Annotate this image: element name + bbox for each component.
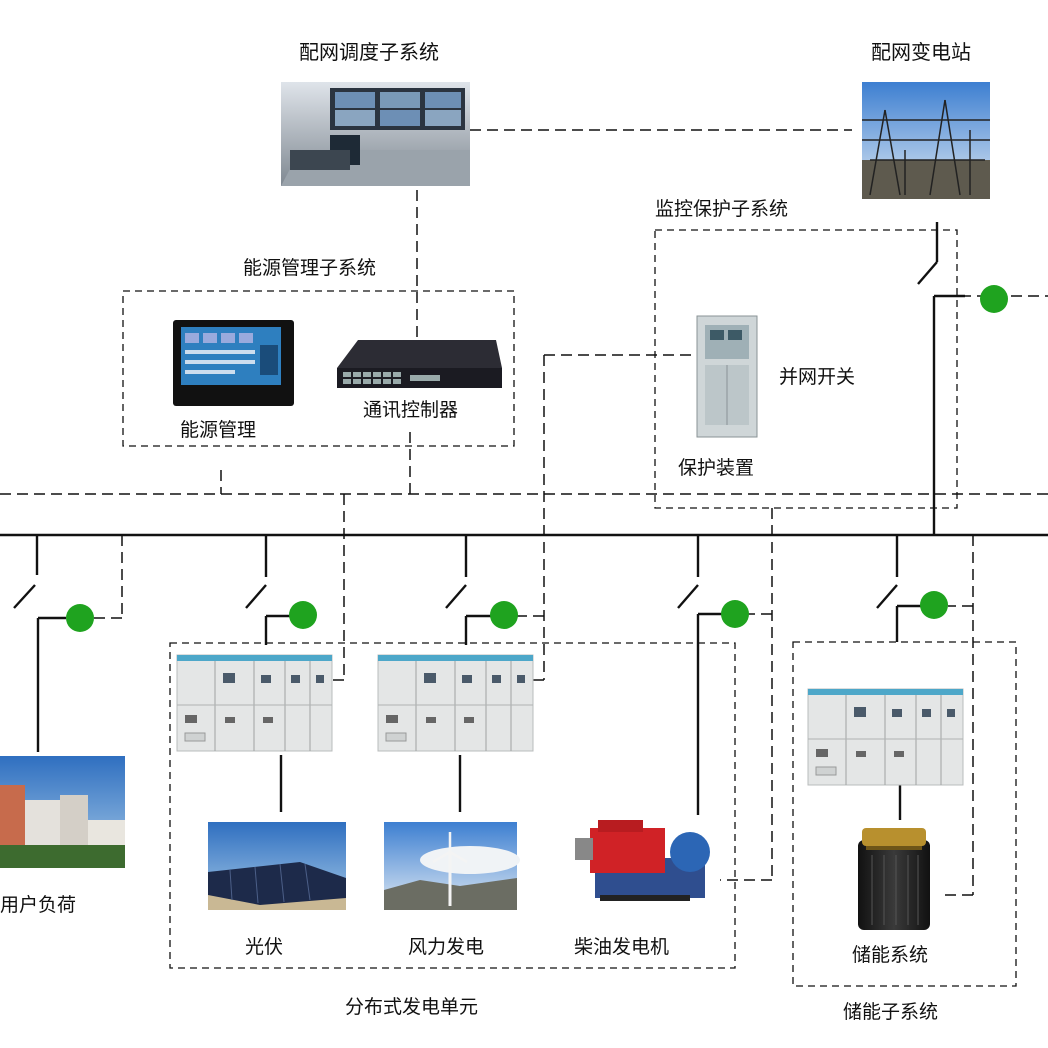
pv-status-indicator (289, 601, 317, 629)
monitor-protect-subsystem-label: 监控保护子系统 (655, 198, 789, 220)
protection-device-label: 保护装置 (678, 457, 755, 479)
energy-mgmt-label: 能源管理 (180, 419, 257, 441)
energy-mgmt-box (122, 290, 515, 447)
apartment-photo (0, 756, 125, 868)
solar-panel-photo (208, 822, 346, 910)
switchgear-cabinet-storage (807, 688, 964, 786)
comm-controller-label: 通讯控制器 (363, 399, 459, 421)
wind-status-indicator (490, 601, 518, 629)
storage-subsystem-label: 储能子系统 (843, 1001, 939, 1023)
dispatch-subsystem-label: 配网调度子系统 (299, 40, 439, 64)
comm-lines (0, 129, 1048, 896)
grid-status-indicator (980, 285, 1008, 313)
control-room-photo (281, 82, 470, 186)
diesel-label: 柴油发电机 (574, 936, 670, 958)
switchgear-cabinet-pv (176, 654, 333, 752)
indicators (66, 285, 1008, 632)
protection-cabinet (696, 315, 758, 438)
dist-gen-box (169, 642, 736, 969)
substation-label: 配网变电站 (871, 40, 971, 64)
storage-box (792, 641, 1017, 987)
diesel-status-indicator (721, 600, 749, 628)
wind-label: 风力发电 (408, 936, 485, 958)
wind-turbine-photo (384, 822, 520, 910)
user-load-label: 用户负荷 (0, 894, 77, 916)
battery-cabinet (858, 828, 930, 930)
dist-gen-unit-label: 分布式发电单元 (345, 996, 479, 1018)
network-switch (337, 340, 502, 388)
load-status-indicator (66, 604, 94, 632)
storage-status-indicator (920, 591, 948, 619)
energy-mgmt-screen (173, 320, 294, 406)
diesel-generator (575, 820, 710, 901)
substation-photo (862, 82, 990, 199)
switchgear-cabinet-wind (377, 654, 534, 752)
group-boxes (122, 229, 1017, 987)
grid-switch-label: 并网开关 (779, 366, 856, 388)
monitor-protect-box (654, 229, 958, 509)
energy-mgmt-subsystem-label: 能源管理子系统 (243, 257, 377, 279)
pv-label: 光伏 (245, 936, 284, 958)
power-lines (0, 222, 1048, 820)
storage-label: 储能系统 (852, 944, 929, 966)
